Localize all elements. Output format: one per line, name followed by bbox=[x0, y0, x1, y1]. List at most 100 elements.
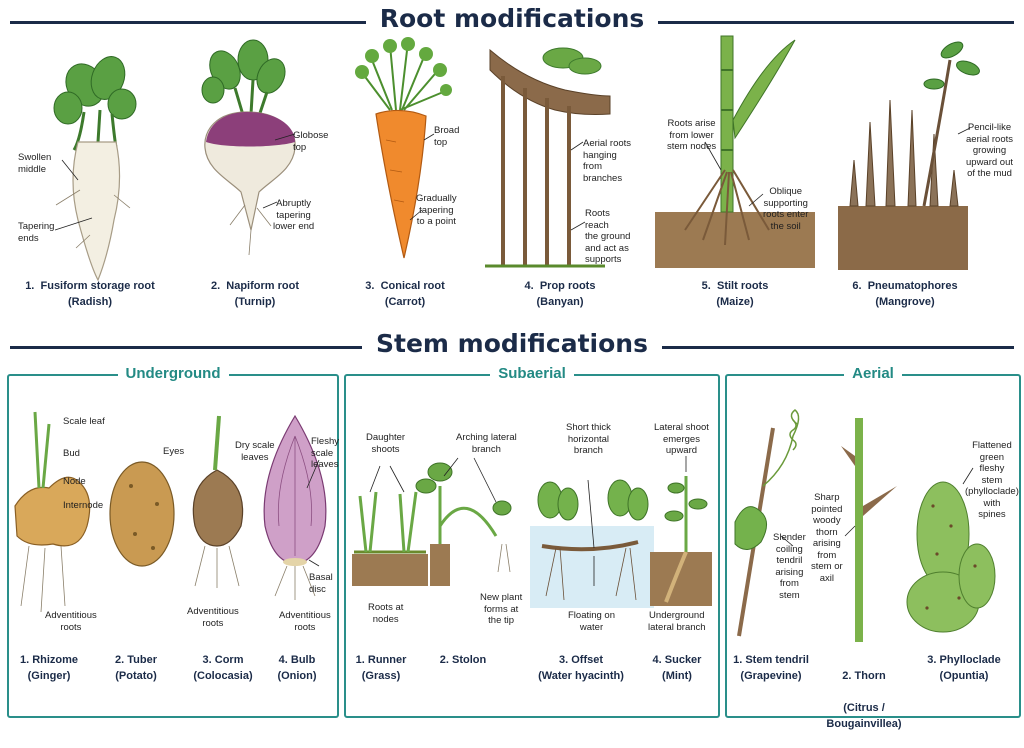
offset-annotation-1: Short thick horizontal branch bbox=[566, 422, 611, 456]
turnip-name: Napiform root bbox=[226, 280, 300, 292]
bulb-annotation-1: Fleshy scale leaves bbox=[311, 436, 339, 470]
banyan-name: Prop roots bbox=[539, 280, 596, 292]
stolon-name: Stolon bbox=[452, 654, 487, 666]
tuber-number: 2. bbox=[115, 654, 125, 666]
subaerial-panel-title: Subaerial bbox=[490, 365, 574, 382]
runner-name: Runner bbox=[367, 654, 407, 666]
maize-number: 5. bbox=[701, 280, 711, 292]
corm-number: 3. bbox=[202, 654, 212, 666]
bulb-plant: (Onion) bbox=[277, 670, 317, 682]
runner-annotation-1: Daughter shoots bbox=[366, 432, 406, 455]
maize-caption: 5. Stilt roots (Maize) bbox=[645, 278, 825, 310]
carrot-annotation-1: Broad top bbox=[434, 125, 460, 148]
maize-annotation-1: Roots arise from lower stem nodes bbox=[667, 118, 717, 152]
sucker-number: 4. bbox=[652, 654, 662, 666]
radish-name: Fusiform storage root bbox=[40, 280, 155, 292]
bulb-annotation-2: Basal disc bbox=[309, 572, 333, 595]
underground-panel: Underground Scale leaf Bud Node Internod… bbox=[7, 365, 339, 718]
mangrove-name: Pneumatophores bbox=[867, 280, 958, 292]
rhizome-caption: 1. Rhizome (Ginger) bbox=[9, 652, 89, 684]
turnip-caption: 2. Napiform root (Turnip) bbox=[175, 278, 335, 310]
corm-name: Corm bbox=[214, 654, 244, 666]
carrot-name: Conical root bbox=[380, 280, 445, 292]
stolon-number: 2. bbox=[439, 654, 449, 666]
turnip-annotation-2: Abruptly tapering lower end bbox=[273, 198, 315, 232]
offset-caption: 3. Offset (Water hyacinth) bbox=[526, 652, 636, 684]
thorn-number: 2. bbox=[842, 670, 852, 682]
offset-plant: (Water hyacinth) bbox=[538, 670, 624, 682]
turnip-illustration: Globose top Abruptly tapering lower end … bbox=[175, 30, 335, 310]
phylloclade-plant: (Opuntia) bbox=[939, 670, 989, 682]
tuber-annotation-1: Eyes bbox=[163, 446, 185, 457]
corm-caption: 3. Corm (Colocasia) bbox=[185, 652, 261, 684]
thorn-annotation-1: Sharp pointed woody thorn arising from s… bbox=[811, 492, 843, 584]
bulb-number: 4. bbox=[278, 654, 288, 666]
phylloclade-name: Phylloclade bbox=[939, 654, 1001, 666]
banyan-caption: 4. Prop roots (Banyan) bbox=[485, 278, 635, 310]
rhizome-name: Rhizome bbox=[32, 654, 79, 666]
rhizome-annotation-3: Node bbox=[63, 476, 86, 487]
corm-plant: (Colocasia) bbox=[193, 670, 253, 682]
thorn-caption: 2. Thorn (Citrus / Bougainvillea) bbox=[819, 652, 909, 748]
runner-number: 1. bbox=[355, 654, 365, 666]
turnip-plant: (Turnip) bbox=[234, 296, 276, 308]
turnip-annotation-1: Globose top bbox=[293, 130, 329, 153]
aerial-panel: Aerial Slender coiling tendril arising f… bbox=[725, 365, 1021, 730]
rhizome-annotation-2: Bud bbox=[63, 448, 80, 459]
subaerial-panel: Subaerial Daughter shoots Roots at nodes… bbox=[344, 365, 720, 718]
banyan-plant: (Banyan) bbox=[536, 296, 584, 308]
mangrove-caption: 6. Pneumatophores (Mangrove) bbox=[830, 278, 980, 310]
radish-annotation-2: Tapering ends bbox=[18, 221, 55, 244]
tendril-caption: 1. Stem tendril (Grapevine) bbox=[727, 652, 815, 684]
stem-section-title: Stem modifications bbox=[0, 329, 1024, 358]
rhizome-number: 1. bbox=[19, 654, 30, 666]
banyan-annotation-1: Aerial roots hanging from branches bbox=[583, 138, 632, 184]
phylloclade-number: 3. bbox=[927, 654, 937, 666]
banyan-annotation-2: Roots reach the ground and act as suppor… bbox=[585, 208, 631, 265]
runner-plant: (Grass) bbox=[361, 670, 401, 682]
stolon-caption: 2. Stolon bbox=[428, 652, 498, 668]
carrot-illustration: Broad top Gradually tapering to a point … bbox=[330, 30, 480, 310]
offset-number: 3. bbox=[558, 654, 569, 666]
carrot-number: 3. bbox=[365, 280, 375, 292]
phylloclade-caption: 3. Phylloclade (Opuntia) bbox=[915, 652, 1013, 684]
sucker-annotation-1: Lateral shoot emerges upward bbox=[654, 422, 709, 456]
carrot-annotation-2: Gradually tapering to a point bbox=[416, 193, 457, 227]
radish-illustration: Swollen middle Tapering ends 1. Fusiform… bbox=[10, 30, 170, 310]
turnip-number: 2. bbox=[210, 280, 221, 292]
corm-annotation-1: Dry scale leaves bbox=[235, 440, 275, 463]
stolon-annotation-2: New plant forms at the tip bbox=[480, 592, 523, 626]
tendril-number: 1. bbox=[733, 654, 743, 666]
maize-plant: (Maize) bbox=[716, 296, 754, 308]
rhizome-plant: (Ginger) bbox=[27, 670, 71, 682]
runner-annotation-2: Roots at nodes bbox=[368, 602, 404, 625]
maize-name: Stilt roots bbox=[716, 280, 769, 292]
mangrove-number: 6. bbox=[852, 280, 862, 292]
carrot-caption: 3. Conical root (Carrot) bbox=[330, 278, 480, 310]
sucker-annotation-2: Underground lateral branch bbox=[648, 610, 706, 633]
stem-section-heading: Stem modifications bbox=[362, 329, 662, 358]
rhizome-annotation-5: Adventitious roots bbox=[45, 610, 97, 633]
stolon-annotation-1: Arching lateral branch bbox=[456, 432, 517, 455]
thorn-name: Thorn bbox=[854, 670, 886, 682]
mangrove-plant: (Mangrove) bbox=[875, 296, 935, 308]
tendril-name: Stem tendril bbox=[745, 654, 809, 666]
root-section-title: Root modifications bbox=[0, 4, 1024, 33]
radish-plant: (Radish) bbox=[68, 296, 112, 308]
underground-panel-title: Underground bbox=[117, 365, 229, 382]
banyan-number: 4. bbox=[524, 280, 534, 292]
sucker-plant: (Mint) bbox=[662, 670, 692, 682]
radish-number: 1. bbox=[25, 280, 35, 292]
tendril-plant: (Grapevine) bbox=[740, 670, 802, 682]
root-section-heading: Root modifications bbox=[365, 4, 659, 33]
banyan-illustration: Aerial roots hanging from branches Roots… bbox=[485, 30, 635, 310]
mangrove-illustration: Pencil-like aerial roots growing upward … bbox=[830, 30, 1020, 310]
tuber-caption: 2. Tuber (Potato) bbox=[101, 652, 171, 684]
maize-annotation-2: Oblique supporting roots enter the soil bbox=[763, 186, 809, 232]
rhizome-annotation-4: Internode bbox=[63, 500, 104, 511]
corm-annotation-2: Adventitious roots bbox=[187, 606, 239, 629]
sucker-caption: 4. Sucker (Mint) bbox=[642, 652, 712, 684]
thorn-plant: (Citrus / Bougainvillea) bbox=[826, 702, 902, 730]
bulb-name: Bulb bbox=[290, 654, 316, 666]
mangrove-annotation-1: Pencil-like aerial roots growing upward … bbox=[966, 122, 1014, 179]
